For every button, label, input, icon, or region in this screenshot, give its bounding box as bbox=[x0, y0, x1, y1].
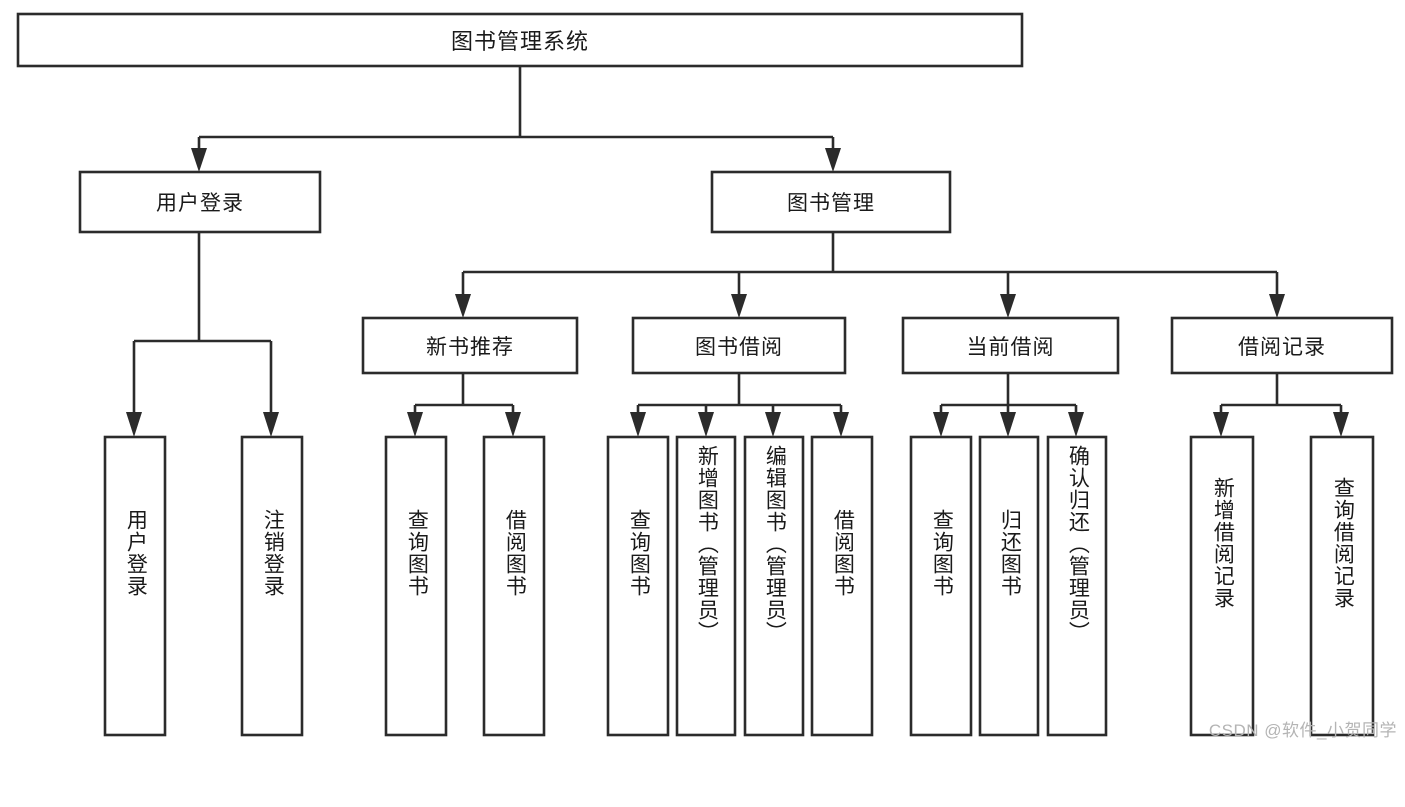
node-box-leaf-9[interactable] bbox=[909, 435, 973, 737]
node-box-leaf-7[interactable] bbox=[743, 435, 805, 737]
connectors-book-borrow-to-leaves bbox=[630, 373, 849, 437]
connectors-book-manage-to-level3 bbox=[455, 232, 1285, 318]
arrow-head-leaf-13 bbox=[1333, 412, 1349, 437]
connectors-root-to-level2 bbox=[191, 66, 841, 172]
arrow-head-leaf-3 bbox=[407, 412, 423, 437]
arrow-head-leaf-6 bbox=[698, 412, 714, 437]
node-box-user-login[interactable] bbox=[78, 170, 322, 234]
node-box-leaf-4[interactable] bbox=[482, 435, 546, 737]
arrow-head-book-manage bbox=[825, 148, 841, 172]
node-box-current-borrow[interactable] bbox=[901, 316, 1120, 375]
node-box-new-book-rec[interactable] bbox=[361, 316, 579, 375]
arrow-head-leaf-11 bbox=[1068, 412, 1084, 437]
node-box-book-manage[interactable] bbox=[710, 170, 952, 234]
diagram-canvas bbox=[16, 12, 1394, 737]
node-box-leaf-1[interactable] bbox=[103, 435, 167, 737]
arrow-head-leaf-8 bbox=[833, 412, 849, 437]
flowchart-diagram: 图书管理系统 用户登录 图书管理 新书推荐 图书借阅 当前借阅 借阅记录 用户登… bbox=[16, 12, 1397, 740]
node-box-leaf-6[interactable] bbox=[675, 435, 737, 737]
arrow-head-user-login bbox=[191, 148, 207, 172]
arrow-head-leaf-5 bbox=[630, 412, 646, 437]
node-box-leaf-10[interactable] bbox=[978, 435, 1040, 737]
arrow-head-leaf-4 bbox=[505, 412, 521, 437]
connectors-user-login-to-leaves bbox=[126, 232, 279, 437]
arrow-head-leaf-10 bbox=[1000, 412, 1016, 437]
arrow-head-book-borrow bbox=[731, 294, 747, 318]
node-box-root[interactable] bbox=[16, 12, 1024, 68]
node-box-leaf-11[interactable] bbox=[1046, 435, 1108, 737]
node-box-borrow-record[interactable] bbox=[1170, 316, 1394, 375]
connectors-borrow-record-to-leaves bbox=[1213, 373, 1349, 437]
node-box-book-borrow[interactable] bbox=[631, 316, 847, 375]
arrow-head-leaf-2 bbox=[263, 412, 279, 437]
node-box-leaf-5[interactable] bbox=[606, 435, 670, 737]
node-box-leaf-13[interactable] bbox=[1309, 435, 1375, 737]
arrow-head-leaf-7 bbox=[765, 412, 781, 437]
connectors-new-book-rec-to-leaves bbox=[407, 373, 521, 437]
arrow-head-borrow-record bbox=[1269, 294, 1285, 318]
node-box-leaf-8[interactable] bbox=[810, 435, 874, 737]
arrow-head-leaf-12 bbox=[1213, 412, 1229, 437]
arrow-head-leaf-1 bbox=[126, 412, 142, 437]
arrow-head-leaf-9 bbox=[933, 412, 949, 437]
node-box-leaf-12[interactable] bbox=[1189, 435, 1255, 737]
arrow-head-current-borrow bbox=[1000, 294, 1016, 318]
arrow-head-new-book-rec bbox=[455, 294, 471, 318]
node-box-leaf-3[interactable] bbox=[384, 435, 448, 737]
node-box-leaf-2[interactable] bbox=[240, 435, 304, 737]
csdn-watermark: CSDN @软件_小贺同学 bbox=[1208, 721, 1397, 740]
connectors-current-borrow-to-leaves bbox=[933, 373, 1084, 437]
